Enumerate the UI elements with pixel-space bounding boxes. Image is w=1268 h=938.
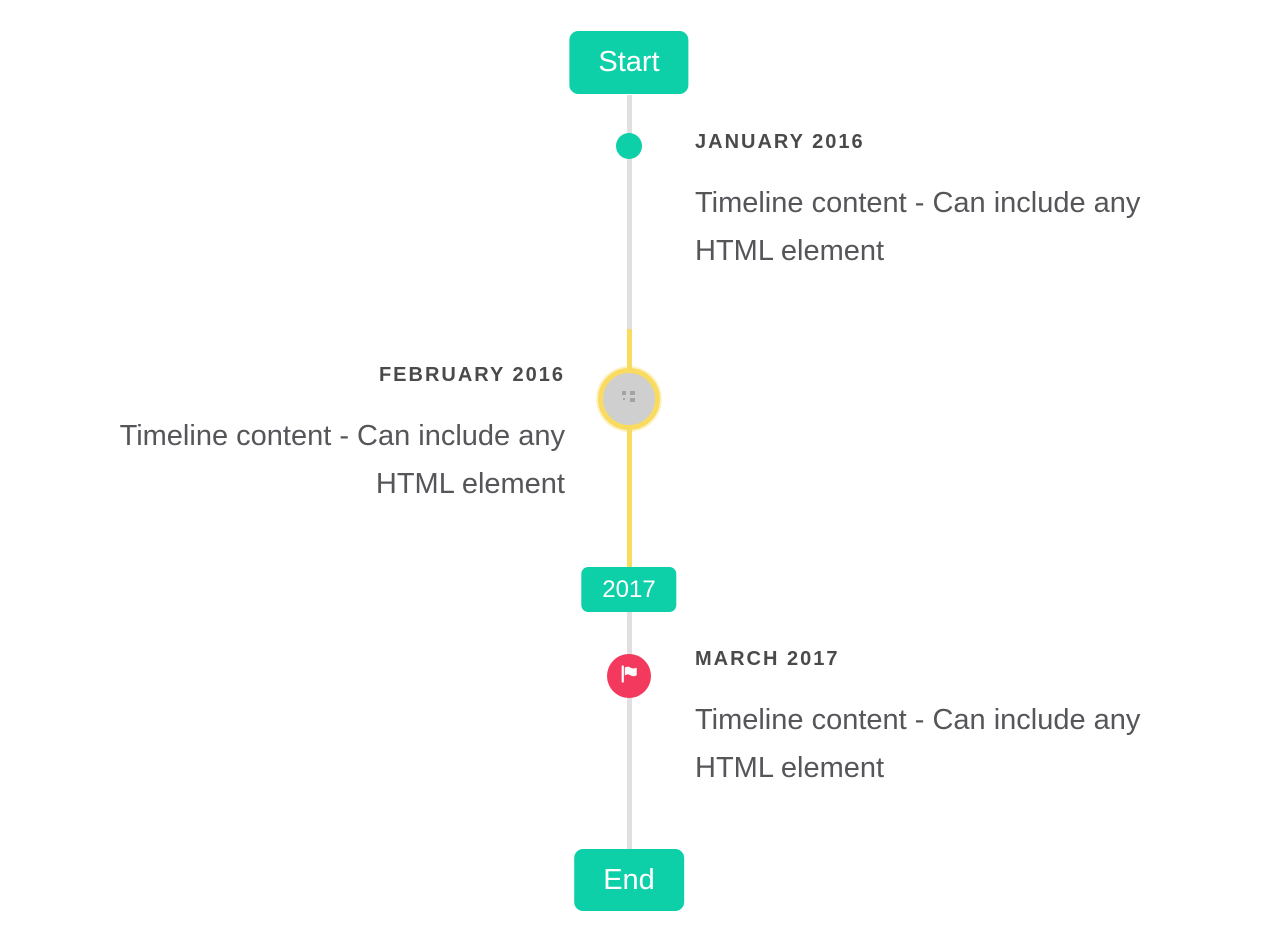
entry-content: Timeline content - Can include any HTML … [695, 704, 1141, 784]
year-badge-2017: 2017 [581, 567, 677, 612]
end-badge: End [574, 849, 684, 911]
timeline-entry-january: JANUARY 2016 Timeline content - Can incl… [695, 131, 1220, 275]
timeline-entry-march: MARCH 2017 Timeline content - Can includ… [695, 648, 1220, 792]
entry-content: Timeline content - Can include any HTML … [695, 187, 1141, 267]
broken-image-icon [621, 390, 637, 408]
image-marker-february [598, 368, 660, 430]
timeline-entry-february: FEBRUARY 2016 Timeline content - Can inc… [40, 364, 565, 508]
flag-marker-march [607, 654, 651, 698]
timeline-line-highlight [627, 329, 632, 567]
entry-title: JANUARY 2016 [695, 131, 865, 153]
entry-title: FEBRUARY 2016 [378, 364, 565, 386]
dot-marker-january [616, 133, 642, 159]
entry-content: Timeline content - Can include any HTML … [119, 420, 565, 500]
flag-icon [618, 663, 640, 690]
entry-title: MARCH 2017 [695, 648, 840, 670]
start-badge: Start [569, 31, 689, 94]
